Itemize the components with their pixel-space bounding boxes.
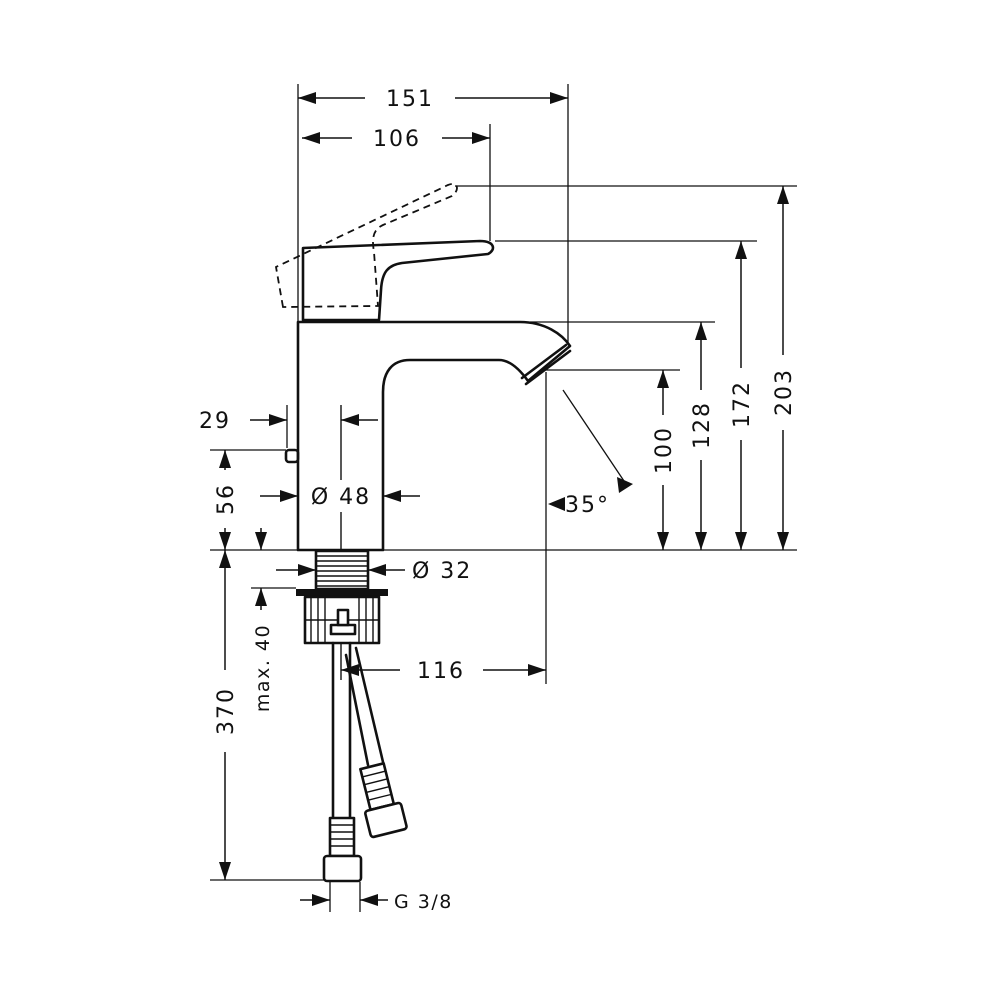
connection-nut-straight (322, 854, 363, 883)
dim-hose-length: 370 (214, 550, 239, 880)
dim-label-diameter-32: Ø 32 (412, 559, 472, 584)
spout-aerator-tip (524, 349, 572, 386)
spout-aerator (520, 343, 568, 380)
hose-angled-left (344, 653, 370, 767)
dim-overall-width: 151 (298, 87, 568, 112)
dim-max-deck-thickness: max. 40 (252, 528, 274, 712)
washer-plate (296, 589, 388, 596)
mounting-hardware (296, 549, 408, 883)
dim-label-100: 100 (652, 426, 677, 474)
lever-handle (301, 239, 495, 322)
dim-spray-angle: 35° (548, 477, 633, 518)
shank-threads (316, 555, 368, 587)
extension-lines (210, 84, 797, 912)
dim-spout-top-height: 128 (690, 322, 715, 550)
dim-overall-height: 203 (772, 186, 797, 550)
dim-outlet-height: 100 (652, 370, 677, 550)
dim-label-116: 116 (417, 659, 465, 684)
hose-fitting-angled (359, 762, 408, 839)
dim-shank-diameter: Ø 32 (276, 559, 472, 584)
dim-lever-height: 172 (730, 241, 755, 550)
lever-pin (284, 448, 300, 464)
hose-angled-right (354, 646, 385, 764)
dim-label-172: 172 (730, 380, 755, 428)
dim-lever-offset: 29 (199, 409, 378, 434)
dim-label-106: 106 (373, 127, 421, 152)
dim-label-35-degrees: 35° (565, 493, 610, 518)
dim-label-56: 56 (214, 483, 239, 515)
dim-label-diameter-48: Ø 48 (311, 485, 371, 510)
dim-label-g-3-8: G 3/8 (394, 891, 453, 913)
faucet-outline (274, 183, 572, 680)
hose-fitting-straight-lines (330, 824, 354, 847)
nut-screw-stem (336, 608, 350, 627)
dim-label-151: 151 (386, 87, 434, 112)
dim-lever-pin-height: 56 (214, 450, 239, 550)
faucet-body-spout (296, 320, 572, 552)
dim-body-diameter: Ø 48 (260, 480, 420, 512)
dim-label-29: 29 (199, 409, 231, 434)
dim-lever-reach: 106 (302, 127, 490, 152)
dim-connection-thread: G 3/8 (300, 891, 453, 913)
dim-label-max-40: max. 40 (252, 624, 274, 712)
dim-label-370: 370 (214, 687, 239, 735)
nut-screw (329, 623, 357, 636)
nut-grooves (305, 597, 379, 643)
dim-spout-projection: 116 (341, 659, 546, 684)
hose-fitting-straight (328, 816, 356, 858)
lever-handle-raised (274, 183, 458, 308)
dim-label-128: 128 (690, 401, 715, 449)
dim-label-203: 203 (772, 368, 797, 416)
